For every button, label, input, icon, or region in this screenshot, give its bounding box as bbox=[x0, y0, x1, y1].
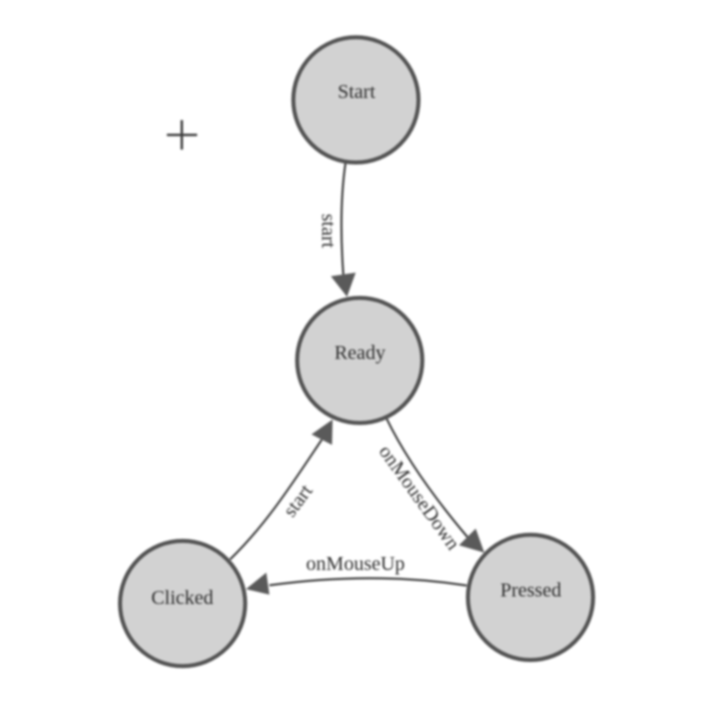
svg-text:start: start bbox=[317, 214, 339, 249]
svg-text:Pressed: Pressed bbox=[500, 579, 561, 601]
svg-text:Ready: Ready bbox=[334, 342, 385, 364]
svg-text:onMouseUp: onMouseUp bbox=[306, 553, 405, 575]
svg-text:Clicked: Clicked bbox=[151, 587, 213, 609]
svg-text:Start: Start bbox=[338, 81, 376, 103]
